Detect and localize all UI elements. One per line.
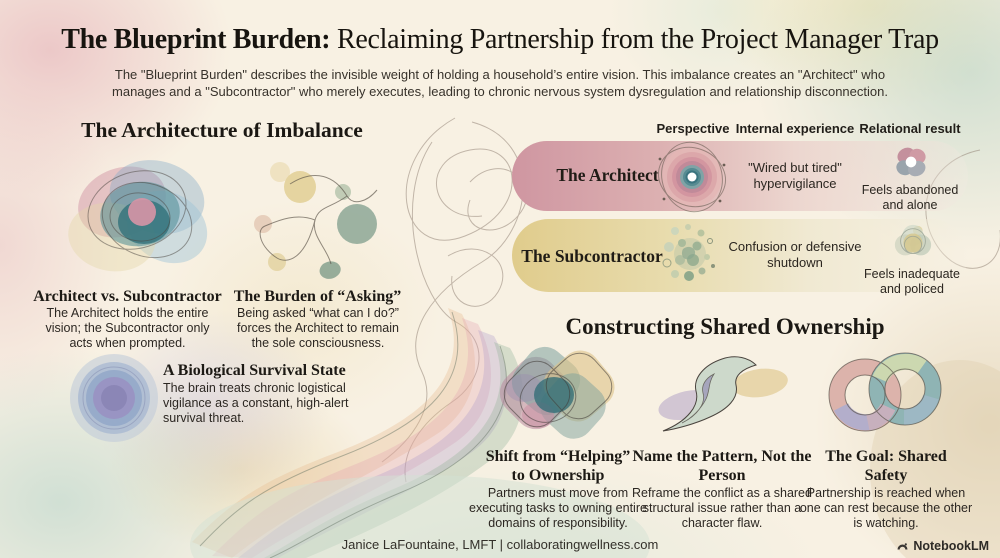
ownership-item-title: Name the Pattern, Not the Person	[632, 448, 812, 485]
notebooklm-icon	[897, 543, 908, 550]
page-title: The Blueprint Burden: Reclaiming Partner…	[0, 24, 1000, 56]
interwoven-blobs-illustration	[499, 346, 615, 439]
overlap-flower-illustration	[68, 160, 208, 272]
ownership-item-body: Partnership is reached when one can rest…	[799, 486, 973, 530]
architect-row-label: The Architect	[556, 165, 659, 185]
notebooklm-watermark: NotebookLM	[896, 539, 989, 553]
ownership-item-body: Partners must move from executing tasks …	[469, 486, 647, 530]
page-title-rest: Reclaiming Partnership from the Project …	[330, 24, 939, 55]
overlap-circles-illustration	[894, 224, 932, 256]
column-header-perspective: Perspective	[656, 121, 730, 136]
architecture-item-body: The brain treats chronic logistical vigi…	[163, 381, 349, 425]
subcontractor-relational-result: Feels inadequate and policed	[864, 267, 960, 296]
architecture-item-title: The Burden of “Asking”	[233, 288, 402, 305]
architecture-item-body: Being asked “what can I do?” forces the …	[237, 306, 399, 350]
architecture-heading: The Architecture of Imbalance	[81, 118, 363, 142]
concentric-circle-illustration	[70, 354, 158, 442]
ownership-item-title: The Goal: Shared Safety	[825, 448, 947, 485]
page-title-bold: The Blueprint Burden:	[61, 24, 331, 55]
architect-internal-experience: "Wired but tired" hypervigilance	[748, 160, 842, 191]
spiral-rings-illustration	[658, 141, 726, 213]
subcontractor-row-label: The Subcontractor	[521, 246, 663, 266]
architecture-item-body: The Architect holds the entire vision; t…	[45, 306, 210, 350]
architecture-item-title: Architect vs. Subcontractor	[33, 288, 222, 305]
watermark-label: NotebookLM	[913, 539, 989, 553]
architect-row-background	[512, 141, 968, 211]
ownership-item-title: Shift from “Helping” to Ownership	[485, 448, 631, 485]
subcontractor-internal-experience: Confusion or defensive shutdown	[728, 239, 862, 270]
architect-relational-result: Feels abandoned and alone	[861, 183, 959, 212]
subcontractor-row-background	[512, 219, 968, 292]
column-header-relational-result: Relational result	[859, 121, 961, 136]
ownership-item-body: Reframe the conflict as a shared structu…	[632, 486, 812, 530]
scattered-dots-illustration	[662, 224, 715, 281]
interlocking-rings-illustration	[828, 352, 942, 432]
ownership-heading: Constructing Shared Ownership	[565, 314, 885, 339]
footer-credit: Janice LaFountaine, LMFT | collaborating…	[341, 537, 659, 552]
scattered-shapes-illustration	[254, 162, 378, 279]
column-header-internal-experience: Internal experience	[735, 121, 855, 136]
page-subtitle: The "Blueprint Burden" describes the inv…	[112, 67, 888, 100]
flowing-ribbon-illustration	[658, 356, 788, 432]
architecture-item-title: A Biological Survival State	[163, 362, 346, 379]
clover-illustration	[896, 147, 926, 177]
